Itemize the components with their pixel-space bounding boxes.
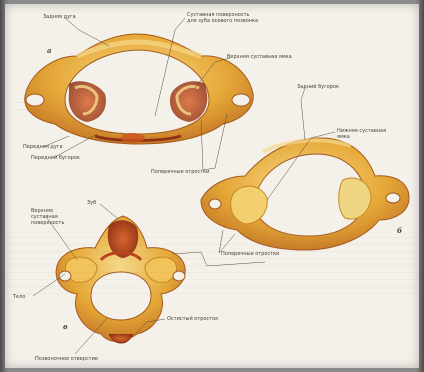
- label-anterior-arch: Передняя дуга: [23, 144, 63, 150]
- label-superior-art-3: поверхность: [31, 220, 64, 226]
- label-posterior-arch: Задняя дуга: [43, 14, 76, 20]
- panel-letter-b: б: [397, 226, 402, 235]
- label-body: Тело: [13, 294, 25, 300]
- label-superior-facet: Верхняя суставная ямка: [227, 54, 292, 60]
- label-spinous-process: Остистый отросток: [167, 316, 218, 322]
- label-transverse-process-b: Поперечные отростки: [221, 251, 279, 257]
- panel-letter-v: в: [63, 322, 68, 331]
- label-transverse-process-a: Поперечные отростки: [151, 169, 209, 175]
- anatomy-plate: а б в Задняя дуга Суставная поверхность …: [5, 4, 419, 368]
- atlas-figure-a: [25, 34, 253, 144]
- label-articular-surface-2: для зуба осевого позвонка: [187, 18, 258, 24]
- label-dens: Зуб: [87, 200, 96, 206]
- panel-letter-a: а: [47, 46, 52, 55]
- label-vertebral-foramen: Позвоночное отверстие: [35, 356, 98, 362]
- label-inferior-facet-2: ямка: [337, 134, 350, 140]
- vertebrae-illustration: [5, 4, 419, 368]
- label-anterior-tubercle: Передний бугорок: [31, 155, 80, 161]
- label-posterior-tubercle: Задний бугорок: [297, 84, 339, 90]
- axis-figure-v: [56, 216, 185, 343]
- atlas-figure-b: [201, 138, 409, 250]
